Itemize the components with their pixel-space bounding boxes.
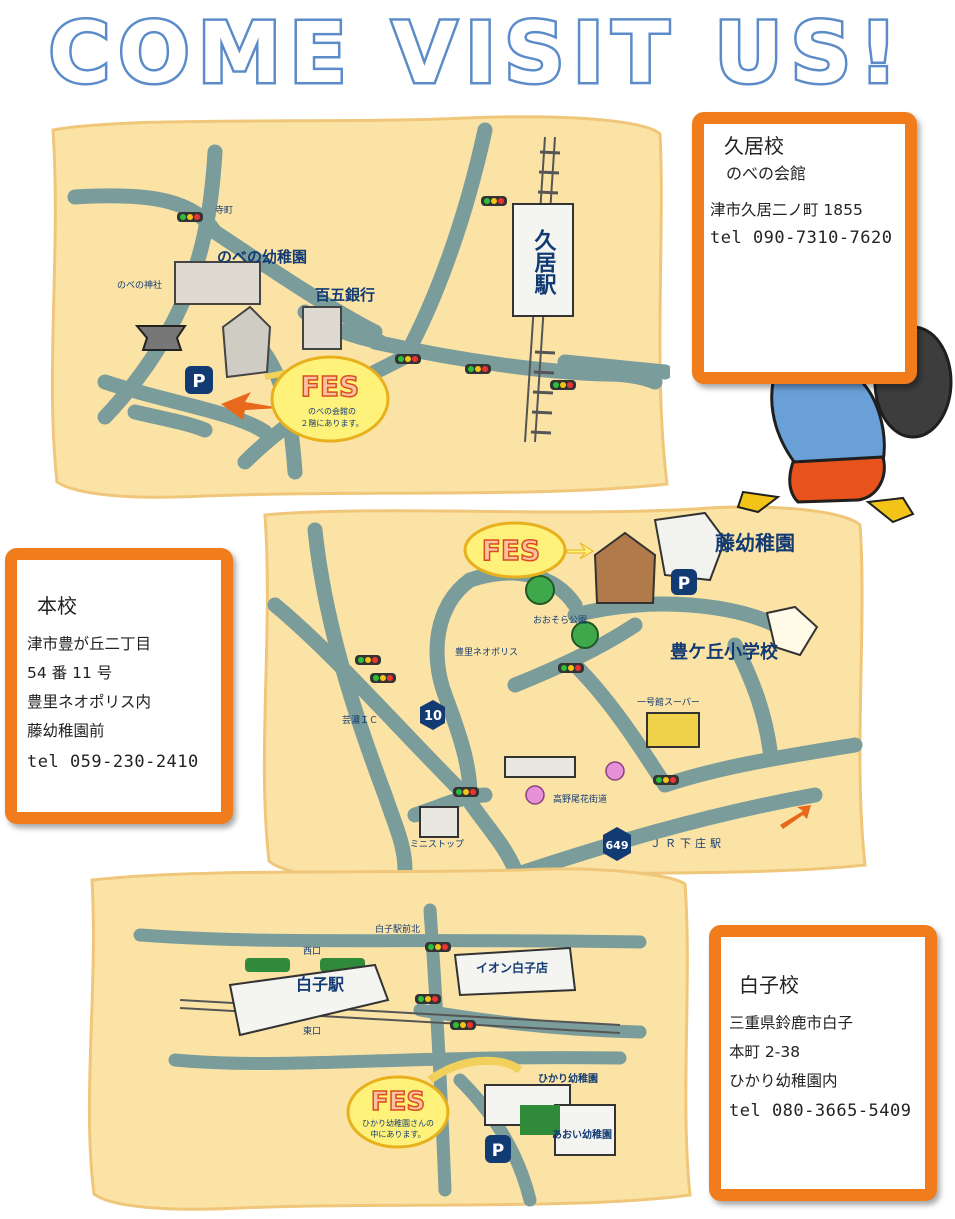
east-exit-label: 東口 <box>303 1025 321 1037</box>
ministop-label: ミニストップ <box>410 839 464 850</box>
address-line: 津市久居二ノ町 1855 <box>710 201 863 219</box>
fes-badge <box>270 355 390 443</box>
fes-badge-title: FES <box>301 370 359 403</box>
phone-number[interactable]: tel 059-230-2410 <box>27 752 199 772</box>
kindergarten-label: 藤幼稚園 <box>714 531 795 555</box>
shrine-icon <box>134 325 187 351</box>
school-name: 白子校 <box>739 973 799 997</box>
address-line: 津市豊が丘二丁目 <box>27 635 152 653</box>
house-icon <box>593 531 657 604</box>
phone-number[interactable]: tel 080-3665-5409 <box>729 1101 912 1121</box>
kindergarten-building <box>653 511 727 582</box>
route-10-marker <box>420 700 445 730</box>
hikari-label: ひかり幼稚園 <box>538 1072 598 1085</box>
arrow-icon <box>221 392 281 420</box>
address-line: ひかり幼稚園内 <box>729 1072 838 1090</box>
address-line: 54 番 11 号 <box>27 664 113 682</box>
arrow-icon <box>427 1056 523 1084</box>
address-line: 三重県鈴鹿市白子 <box>729 1014 854 1032</box>
kindergarten-building <box>174 261 261 305</box>
route-649-label: 649 <box>606 839 629 852</box>
traffic-light-icon <box>177 196 576 390</box>
parking-label: P <box>678 574 690 594</box>
station-north-label: 白子駅前北 <box>375 923 420 935</box>
aoi-label: あおい幼稚園 <box>552 1128 612 1141</box>
info-card-kui: 久居校 のべの会館 津市久居二ノ町 1855 tel 090-7310-7620 <box>692 112 917 384</box>
kindergarten-label: のべの幼稚園 <box>217 248 307 266</box>
ministop-building <box>419 806 459 838</box>
info-card-honko: 本校 津市豊が丘二丁目 54 番 11 号 豊里ネオポリス内 藤幼稚園前 tel… <box>5 548 233 824</box>
fes-note-line1: ひかり幼稚園さんの <box>362 1118 434 1128</box>
school-name: 本校 <box>37 594 77 618</box>
address-line: 本町 2-38 <box>729 1043 801 1061</box>
park-label: おおそら公園 <box>533 615 587 626</box>
tree-icon <box>571 621 599 649</box>
school-label: 豊ケ丘小学校 <box>670 641 779 663</box>
shrine-label: のべの神社 <box>117 279 162 291</box>
fes-badge <box>346 1075 450 1149</box>
parking-label: P <box>192 371 205 392</box>
fes-badge-title: FES <box>482 534 540 567</box>
school-building <box>765 605 819 657</box>
flower-road-building <box>504 756 576 778</box>
flower-icon <box>605 761 625 781</box>
supermarket-label: 一号館スーパー <box>637 696 700 708</box>
route-10-label: 10 <box>424 709 442 724</box>
parking-label: P <box>492 1141 504 1161</box>
map-honko: 10 649 P 藤幼稚園 おおそら公園 豊里ネオポリス 豊ケ丘小学校 芸濃ＩＣ… <box>255 495 870 885</box>
info-card-shiroko: 白子校 三重県鈴鹿市白子 本町 2-38 ひかり幼稚園内 tel 080-366… <box>709 925 937 1201</box>
flower-icon <box>525 785 545 805</box>
map-shiroko: 白子駅 イオン白子店 白子駅前北 西口 東口 ひかり幼稚園 あおい幼稚園 P F… <box>80 860 695 1215</box>
jr-station-label: ＪＲ下庄駅 <box>650 836 725 850</box>
school-name: 久居校 <box>724 134 784 158</box>
traffic-light-icon <box>415 942 476 1030</box>
tree-icon <box>525 575 555 605</box>
fes-badge-title: FES <box>371 1087 425 1117</box>
aeon-label: イオン白子店 <box>476 960 548 975</box>
bank-building <box>302 306 342 350</box>
page-title-banner: COME VISIT US! <box>46 2 906 105</box>
route-649-marker <box>603 827 631 861</box>
aeon-building <box>453 946 577 997</box>
flower-road-label: 高野尾花街道 <box>553 793 607 805</box>
neopolis-label: 豊里ネオポリス <box>455 646 518 658</box>
teramachi-label: 寺町 <box>215 205 233 216</box>
phone-number[interactable]: tel 090-7310-7620 <box>710 228 893 248</box>
arrow-icon <box>780 805 811 829</box>
west-exit-label: 西口 <box>303 946 321 957</box>
fes-badge <box>463 521 567 579</box>
address-line: 豊里ネオポリス内 <box>27 693 152 711</box>
traffic-light-icon <box>355 655 679 797</box>
arrow-icon <box>566 542 594 560</box>
fes-note-line2: ２階にあります。 <box>300 418 363 428</box>
station-building <box>228 963 390 1037</box>
map-hisai: 久居駅 寺町 のべの幼稚園 のべの神社 百五銀行 P FES のべの会館の ２階… <box>45 112 670 502</box>
parking-sign <box>485 1135 511 1163</box>
station-building <box>512 203 574 317</box>
aoi-building <box>554 1104 616 1156</box>
station-label: 白子駅 <box>296 975 345 994</box>
geino-ic-label: 芸濃ＩＣ <box>342 714 378 726</box>
supermarket-building <box>646 712 700 748</box>
page-title: COME VISIT US! <box>49 4 906 102</box>
station-label: 久居駅 <box>531 228 557 296</box>
address-line: 藤幼稚園前 <box>27 722 105 740</box>
parking-sign <box>185 366 213 394</box>
bank-label: 百五銀行 <box>315 286 375 304</box>
fes-note-line2: 中にあります。 <box>370 1129 425 1139</box>
fes-note-line1: のべの会館の <box>308 406 356 416</box>
venue-name: のべの会館 <box>726 164 807 183</box>
kaikan-building <box>221 305 272 379</box>
parking-sign <box>671 569 697 595</box>
